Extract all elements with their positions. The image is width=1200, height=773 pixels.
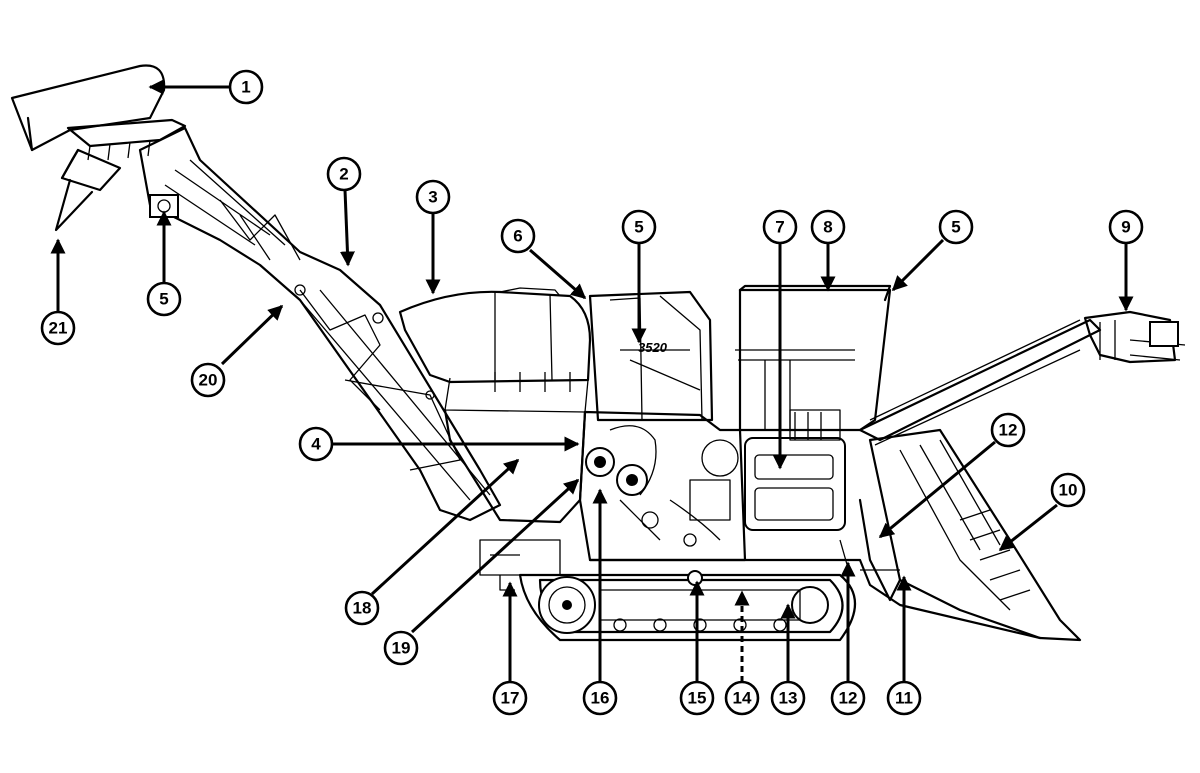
callout-13: 13 xyxy=(770,680,806,716)
callout-12b-label: 12 xyxy=(839,689,858,708)
model-badge: 3520 xyxy=(638,340,668,355)
callout-5a-label: 5 xyxy=(159,290,168,309)
callout-2-label: 2 xyxy=(339,165,348,184)
callout-12a-label: 12 xyxy=(999,421,1018,440)
callout-7-label: 7 xyxy=(775,218,784,237)
callout-2: 2 xyxy=(326,156,362,192)
callout-14: 14 xyxy=(724,680,760,716)
callout-9: 9 xyxy=(1108,209,1144,245)
callout-5b-label: 5 xyxy=(634,218,643,237)
callout-12b: 12 xyxy=(830,680,866,716)
leader-arrows xyxy=(50,79,1134,682)
callout-3-label: 3 xyxy=(428,188,437,207)
leader-18 xyxy=(370,458,520,596)
callout-5c: 5 xyxy=(938,209,974,245)
callout-21: 21 xyxy=(40,310,76,346)
leader-5c xyxy=(891,238,945,292)
callout-15-label: 15 xyxy=(688,689,707,708)
callout-1-label: 1 xyxy=(241,78,250,97)
callout-19-label: 19 xyxy=(392,639,411,658)
callout-17-label: 17 xyxy=(501,689,520,708)
callout-13-label: 13 xyxy=(779,689,798,708)
callout-5b: 5 xyxy=(621,209,657,245)
callout-7: 7 xyxy=(762,209,798,245)
callout-11: 11 xyxy=(886,680,922,716)
callout-4: 4 xyxy=(298,426,334,462)
callouts: 1 2 3 4 5 5 5 6 7 8 9 10 11 12 12 13 14 … xyxy=(40,69,1144,716)
callout-16-label: 16 xyxy=(591,689,610,708)
callout-17: 17 xyxy=(492,680,528,716)
callout-19: 19 xyxy=(383,630,419,666)
callout-18-label: 18 xyxy=(353,599,372,618)
callout-10-label: 10 xyxy=(1059,481,1078,500)
callout-9-label: 9 xyxy=(1121,218,1130,237)
callout-16: 16 xyxy=(582,680,618,716)
leader-20 xyxy=(220,304,284,366)
callout-14-label: 14 xyxy=(733,689,752,708)
topper-arm xyxy=(858,310,1186,446)
track-undercarriage xyxy=(479,539,857,642)
callout-20-label: 20 xyxy=(199,371,218,390)
callout-12a: 12 xyxy=(990,412,1026,448)
callout-1: 1 xyxy=(228,69,264,105)
leader-12a xyxy=(878,440,996,539)
chassis xyxy=(578,410,747,562)
callout-8: 8 xyxy=(810,209,846,245)
callout-3: 3 xyxy=(415,179,451,215)
elevator-boom xyxy=(138,126,502,522)
callout-5c-label: 5 xyxy=(951,218,960,237)
callout-10: 10 xyxy=(1050,472,1086,508)
callout-8-label: 8 xyxy=(823,218,832,237)
leader-19 xyxy=(410,478,580,634)
leader-6 xyxy=(529,248,587,300)
elevator-hood xyxy=(10,64,187,161)
engine-compartment xyxy=(735,284,892,531)
callout-6: 6 xyxy=(500,218,536,254)
callout-11-label: 11 xyxy=(895,689,913,708)
extractor-cone xyxy=(54,148,122,232)
callout-4-label: 4 xyxy=(311,435,321,454)
operator-cab: 3520 xyxy=(588,290,714,422)
callout-20: 20 xyxy=(190,362,226,398)
callout-21-label: 21 xyxy=(49,319,68,338)
callout-6-label: 6 xyxy=(513,227,522,246)
callout-5a: 5 xyxy=(146,281,182,317)
callout-15: 15 xyxy=(679,680,715,716)
leader-10 xyxy=(998,503,1058,552)
leader-2 xyxy=(339,189,355,267)
callout-18: 18 xyxy=(344,590,380,626)
